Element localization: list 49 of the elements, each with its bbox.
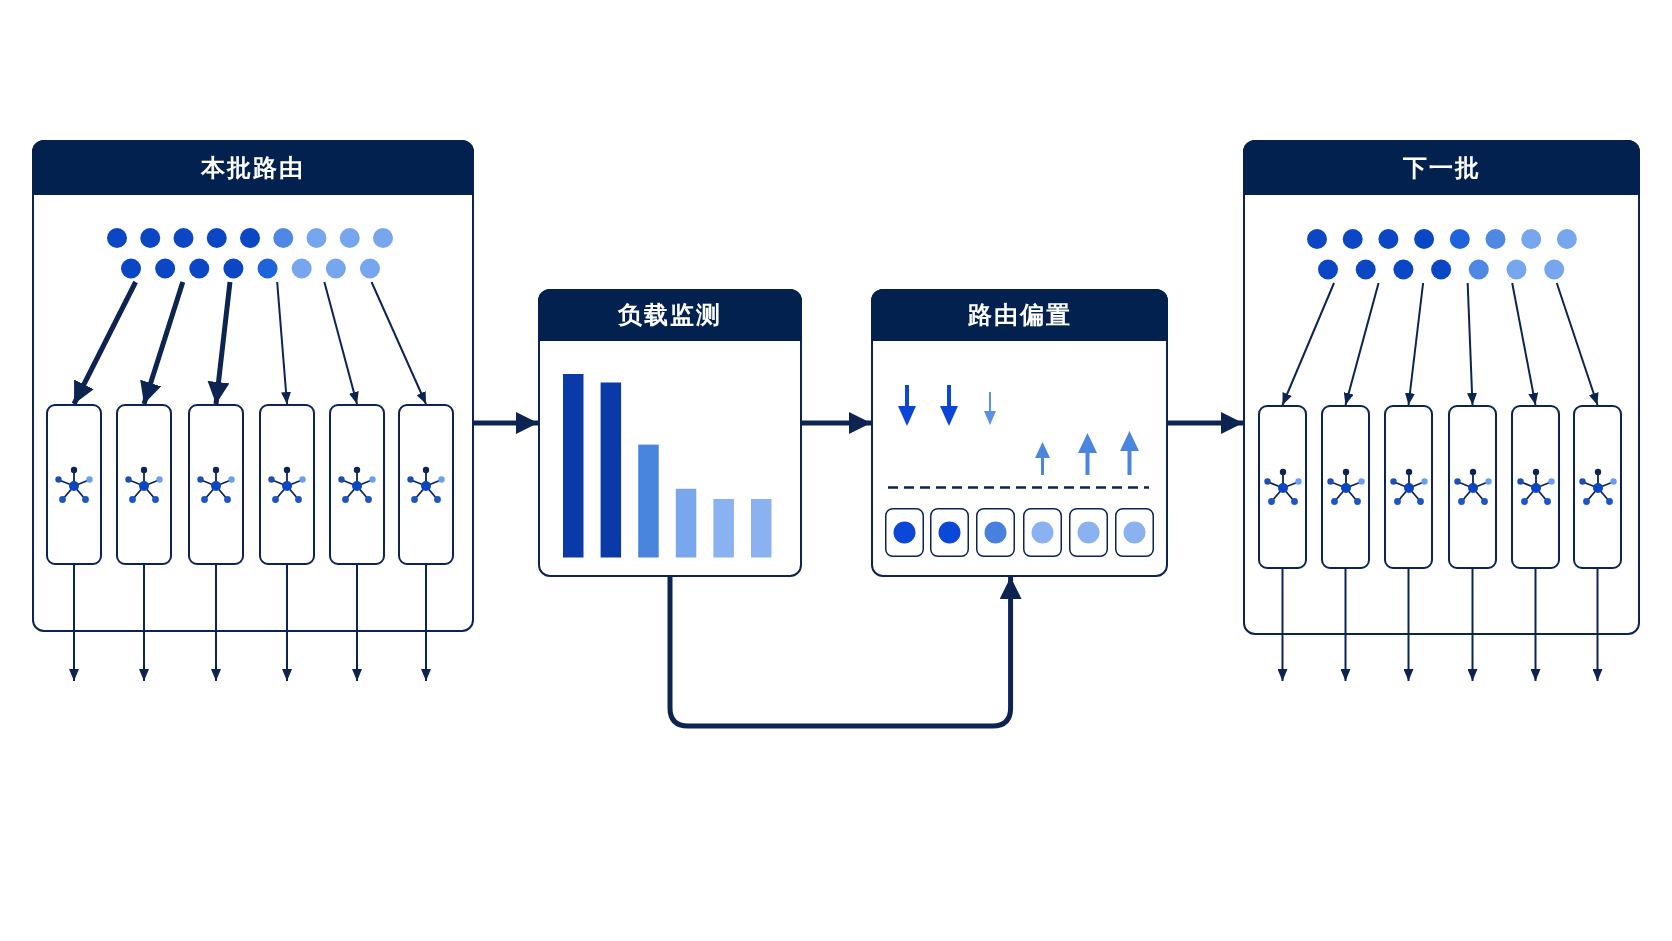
panel-header: 负载监测	[538, 289, 802, 341]
panel-header: 本批路由	[32, 140, 474, 195]
arrow	[1555, 282, 1599, 406]
arrow	[667, 577, 1022, 729]
arrow	[71, 280, 138, 406]
arrow	[1511, 282, 1539, 406]
dot-cluster	[1307, 229, 1577, 280]
expert-box	[1511, 405, 1560, 569]
arrow	[276, 281, 291, 405]
expert-box	[398, 404, 454, 565]
arrow	[1530, 568, 1541, 682]
panel	[32, 140, 474, 632]
arrow	[282, 564, 292, 682]
arrow	[802, 412, 871, 434]
arrow	[1277, 568, 1288, 682]
arrow	[69, 564, 79, 682]
arrow	[370, 281, 427, 405]
expert-box	[1448, 405, 1497, 569]
panel-header: 下一批	[1243, 140, 1640, 195]
arrow	[352, 564, 362, 682]
arrow	[1466, 282, 1477, 406]
arrow	[1343, 282, 1380, 406]
expert-box	[329, 404, 385, 565]
expert-box	[1258, 405, 1307, 569]
expert-box	[259, 404, 315, 565]
expert-box	[1573, 405, 1622, 569]
expert-box	[1321, 405, 1370, 569]
arrow	[323, 281, 359, 405]
arrow	[474, 412, 538, 434]
arrow	[1340, 568, 1351, 682]
expert-box	[46, 404, 102, 565]
arrow	[1281, 282, 1335, 406]
arrow	[421, 564, 431, 682]
arrow	[139, 564, 149, 682]
arrow	[1403, 568, 1414, 682]
panel-header: 路由偏置	[871, 289, 1168, 341]
expert-box	[116, 404, 172, 565]
panel	[871, 289, 1168, 577]
arrow	[211, 564, 221, 682]
expert-box	[1384, 405, 1433, 569]
expert-box	[188, 404, 244, 565]
panel	[1243, 140, 1640, 635]
arrow	[1404, 282, 1425, 406]
arrow	[1592, 568, 1603, 682]
arrow	[1168, 412, 1243, 434]
arrow	[1467, 568, 1478, 682]
dot-cluster	[107, 228, 393, 279]
arrow	[140, 281, 186, 405]
arrow	[207, 281, 233, 405]
